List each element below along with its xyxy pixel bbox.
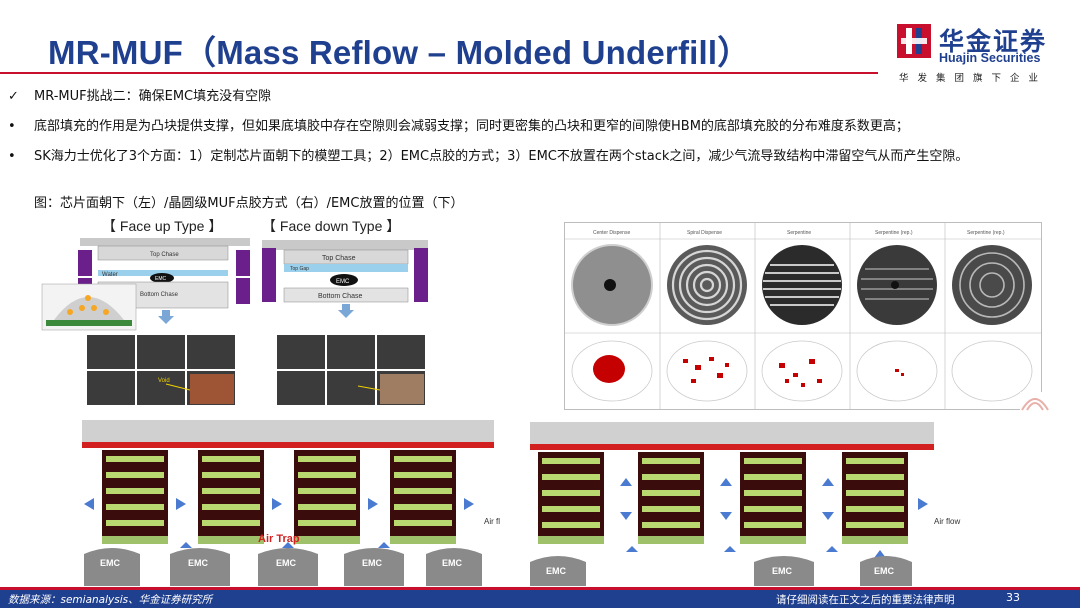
- column-label: Spiral Dispense: [687, 230, 722, 236]
- emc-label: EMC: [442, 558, 463, 568]
- emc-label: EMC: [362, 558, 383, 568]
- bullet-text: MR-MUF挑战二：确保EMC填充没有空隙: [34, 89, 272, 104]
- source-note: 数据来源：semianalysis、华金证券研究所: [8, 594, 213, 606]
- emc-label: EMC: [772, 566, 793, 576]
- page-number: 33: [1006, 591, 1020, 604]
- bullet-text: SK海力士优化了3个方面：1）定制芯片面朝下的模塑工具；2）EMC点胶的方式；3…: [34, 149, 969, 164]
- air-flow-label-right: Air flow: [934, 517, 960, 526]
- logo-english-name: Huajin Securities: [939, 51, 1041, 65]
- air-trap-label: Air Trap: [258, 533, 300, 545]
- stack-emc-air-flow-diagram: Air flow EMC EMC EMC: [530, 422, 960, 586]
- column-label: Serpentine (rep.): [967, 230, 1005, 236]
- footer-bar: [0, 590, 1080, 608]
- molding-tool-diagram: 【 Face up Type 】 【 Face down Type 】 Top …: [41, 218, 428, 407]
- stack-emc-air-trap-diagram: Air Trap Air flow EMC EMC EMC EMC EMC: [82, 420, 510, 586]
- air-flow-label-left: Air flow: [484, 517, 500, 526]
- legal-disclaimer: 请仔细阅读在正文之后的重要法律声明: [776, 594, 955, 606]
- stack-group: [102, 450, 456, 544]
- footer-accent-bar: [0, 587, 1080, 590]
- decorative-logo-mark: [1020, 392, 1050, 412]
- company-logo: 华金证券 Huajin Securities 华发集团旗下企业: [895, 22, 1065, 84]
- emc-label: EMC: [100, 558, 121, 568]
- top-chase-label-left: Top Chase: [150, 252, 179, 258]
- logo-subtitle: 华发集团旗下企业: [899, 73, 1048, 84]
- column-label: Center Dispense: [593, 230, 630, 236]
- page-title: MR-MUF（Mass Reflow – Molded Underfill）: [48, 34, 751, 71]
- air-flow-figure: Air flow EMC EMC EMC: [528, 420, 976, 586]
- emc-label: EMC: [546, 566, 567, 576]
- bullet-item: ✓ MR-MUF挑战二：确保EMC填充没有空隙: [8, 84, 1068, 110]
- bullet-item: • SK海力士优化了3个方面：1）定制芯片面朝下的模塑工具；2）EMC点胶的方式…: [8, 144, 1068, 170]
- wafer-dispense-diagram: Center Dispense Spiral Dispense Serpenti…: [565, 223, 1041, 409]
- top-chase-label-right: Top Chase: [322, 255, 356, 262]
- bullet-dot-icon: •: [8, 149, 16, 164]
- bottom-chase-label-left: Bottom Chase: [140, 292, 179, 298]
- top-gap-label: Top Gap: [290, 266, 309, 272]
- air-trap-figure: Air Trap Air flow EMC EMC EMC EMC EMC: [82, 420, 510, 586]
- emc-label: EMC: [276, 558, 297, 568]
- bullet-item: • 底部填充的作用是为凸块提供支撑，但如果底填胶中存在空隙则会减弱支撑；同时更密…: [8, 114, 1068, 140]
- check-icon: ✓: [8, 89, 19, 104]
- emc-label: EMC: [874, 566, 895, 576]
- bullet-dot-icon: •: [8, 119, 16, 134]
- face-down-label: 【 Face down Type 】: [262, 218, 400, 234]
- face-up-label: 【 Face up Type 】: [102, 218, 222, 234]
- void-label: Void: [158, 378, 170, 384]
- huajin-logo-icon: [897, 24, 931, 58]
- bottom-chase-label-right: Bottom Chase: [318, 293, 362, 300]
- figure-caption: 图：芯片面朝下（左）/晶圆级MUF点胶方式（右）/EMC放置的位置（下）: [34, 196, 464, 211]
- face-orientation-figure: 【 Face up Type 】 【 Face down Type 】 Top …: [40, 212, 436, 410]
- emc-label-right: EMC: [336, 279, 350, 285]
- water-label-left: Water: [102, 272, 118, 278]
- title-underline: [0, 72, 878, 74]
- emc-label: EMC: [188, 558, 209, 568]
- emc-label-left: EMC: [155, 276, 167, 282]
- logo-chinese-name: 华金证券: [939, 27, 1048, 56]
- bullet-list: ✓ MR-MUF挑战二：确保EMC填充没有空隙 • 底部填充的作用是为凸块提供支…: [8, 84, 1068, 170]
- bullet-text: 底部填充的作用是为凸块提供支撑，但如果底填胶中存在空隙则会减弱支撑；同时更密集的…: [34, 119, 909, 134]
- dispense-pattern-figure: Center Dispense Spiral Dispense Serpenti…: [564, 222, 1042, 410]
- column-label: Serpentine: [787, 230, 811, 236]
- column-label: Serpentine (rep.): [875, 230, 913, 236]
- fan-logo-icon: [1021, 398, 1049, 411]
